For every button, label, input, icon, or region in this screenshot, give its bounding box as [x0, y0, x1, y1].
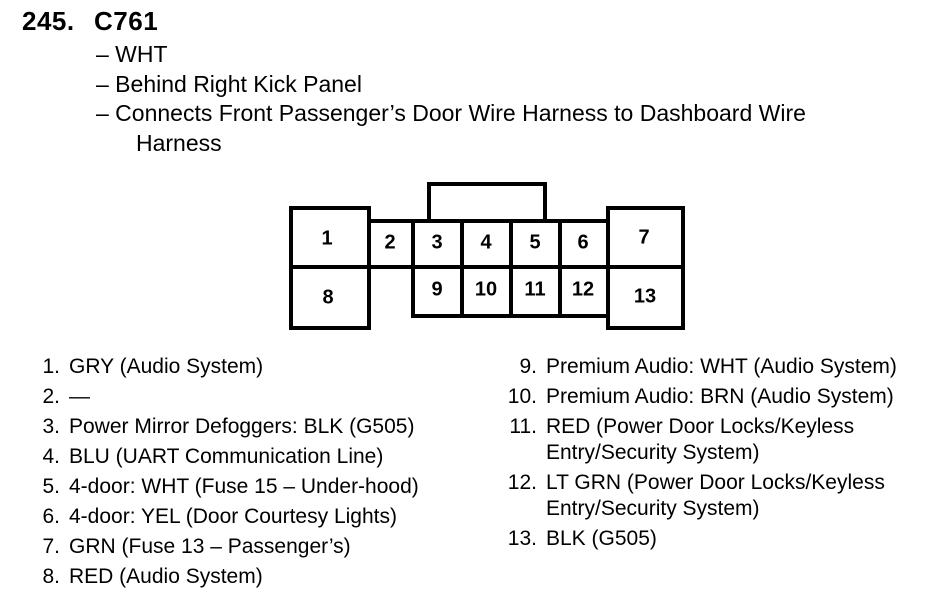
pin-number: 3. — [42, 415, 60, 438]
cavity-6 — [558, 219, 610, 269]
pin-description: Premium Audio: WHT (Audio System) — [546, 355, 897, 378]
connector-details: – WHT – Behind Right Kick Panel – Connec… — [96, 40, 806, 158]
cavity-12 — [558, 265, 610, 318]
pin-label-4: 4 — [480, 231, 492, 253]
pinout-item: 1. GRY (Audio System) — [30, 352, 470, 382]
pin-label-2: 2 — [384, 231, 395, 253]
pin-number: 2. — [42, 385, 60, 408]
pin-label-1: 1 — [321, 227, 332, 249]
cavity-13 — [606, 265, 685, 330]
pin-number: 7. — [42, 535, 60, 558]
pin-description: LT GRN (Power Door Locks/Keyless Entry/S… — [546, 471, 885, 520]
pin-label-10: 10 — [475, 278, 497, 300]
pin-number: 1. — [42, 355, 60, 378]
connector-id: C761 — [94, 6, 159, 36]
connector-number: 245. — [22, 6, 75, 36]
pin-number: 4. — [42, 445, 60, 468]
pin-number: 12. — [507, 471, 537, 494]
pinout-item: 4. BLU (UART Communication Line) — [30, 442, 470, 472]
pin-number: 6. — [42, 505, 60, 528]
cavity-3 — [411, 219, 464, 269]
cavity-9 — [411, 265, 464, 318]
pin-label-8: 8 — [322, 286, 333, 308]
pin-description: 4-door: YEL (Door Courtesy Lights) — [69, 505, 397, 528]
pinout-item: 3. Power Mirror Defoggers: BLK (G505) — [30, 412, 470, 442]
pinout-item: 6. 4-door: YEL (Door Courtesy Lights) — [30, 502, 470, 532]
connector-connection-continuation: Harness — [136, 129, 222, 156]
pin-description: BLK (G505) — [546, 527, 657, 550]
pin-label-13: 13 — [634, 285, 656, 307]
pin-number: 13. — [507, 527, 537, 550]
pin-description: — — [69, 385, 90, 408]
pin-description: GRY (Audio System) — [69, 355, 264, 378]
pin-label-11: 11 — [524, 278, 545, 300]
pinout-list-left: 1. GRY (Audio System) 2. — 3. Power Mirr… — [30, 352, 470, 592]
connector-connection: – Connects Front Passenger’s Door Wire H… — [96, 100, 806, 126]
pinout-item: 7. GRN (Fuse 13 – Passenger’s) — [30, 532, 470, 562]
pinout-item: 11. RED (Power Door Locks/Keyless Entry/… — [500, 412, 930, 468]
cavity-10 — [460, 265, 513, 318]
connector-key-tab — [427, 182, 547, 223]
pin-number: 9. — [519, 355, 537, 378]
pin-label-5: 5 — [529, 231, 540, 253]
pin-number: 5. — [42, 475, 60, 498]
pin-label-7: 7 — [638, 226, 649, 248]
pinout-item: 13. BLK (G505) — [500, 524, 930, 554]
cavity-1 — [289, 206, 371, 269]
pinout-item: 8. RED (Audio System) — [30, 562, 470, 592]
pin-number: 8. — [42, 565, 60, 588]
pin-number: 10. — [507, 385, 537, 408]
pin-number: 11. — [509, 415, 537, 438]
pin-description: RED (Audio System) — [69, 565, 263, 588]
connector-heading: 245. C761 — [22, 6, 158, 37]
pin-label-6: 6 — [577, 231, 588, 253]
pin-description: Power Mirror Defoggers: BLK (G505) — [69, 415, 415, 438]
pin-description: RED (Power Door Locks/Keyless Entry/Secu… — [546, 415, 855, 464]
cavity-11 — [509, 265, 562, 318]
pinout-item: 12. LT GRN (Power Door Locks/Keyless Ent… — [500, 468, 930, 524]
pinout-item: 2. — — [30, 382, 470, 412]
pin-description: Premium Audio: BRN (Audio System) — [546, 385, 894, 408]
connector-color: – WHT — [96, 41, 168, 67]
pin-description: GRN (Fuse 13 – Passenger’s) — [69, 535, 351, 558]
cavity-5 — [509, 219, 562, 269]
pin-label-12: 12 — [572, 278, 594, 300]
pin-label-9: 9 — [431, 278, 442, 300]
pin-label-3: 3 — [431, 231, 442, 253]
pinout-list-right: 9. Premium Audio: WHT (Audio System) 10.… — [500, 352, 930, 554]
pinout-item: 9. Premium Audio: WHT (Audio System) — [500, 352, 930, 382]
pin-description: 4-door: WHT (Fuse 15 – Under-hood) — [69, 475, 419, 498]
pinout-item: 10. Premium Audio: BRN (Audio System) — [500, 382, 930, 412]
pin-description: BLU (UART Communication Line) — [69, 445, 384, 468]
cavity-4 — [460, 219, 513, 269]
cavity-7 — [606, 206, 685, 269]
cavity-2 — [367, 219, 415, 269]
connector-location: – Behind Right Kick Panel — [96, 70, 362, 97]
cavity-8 — [289, 265, 371, 330]
pinout-item: 5. 4-door: WHT (Fuse 15 – Under-hood) — [30, 472, 470, 502]
